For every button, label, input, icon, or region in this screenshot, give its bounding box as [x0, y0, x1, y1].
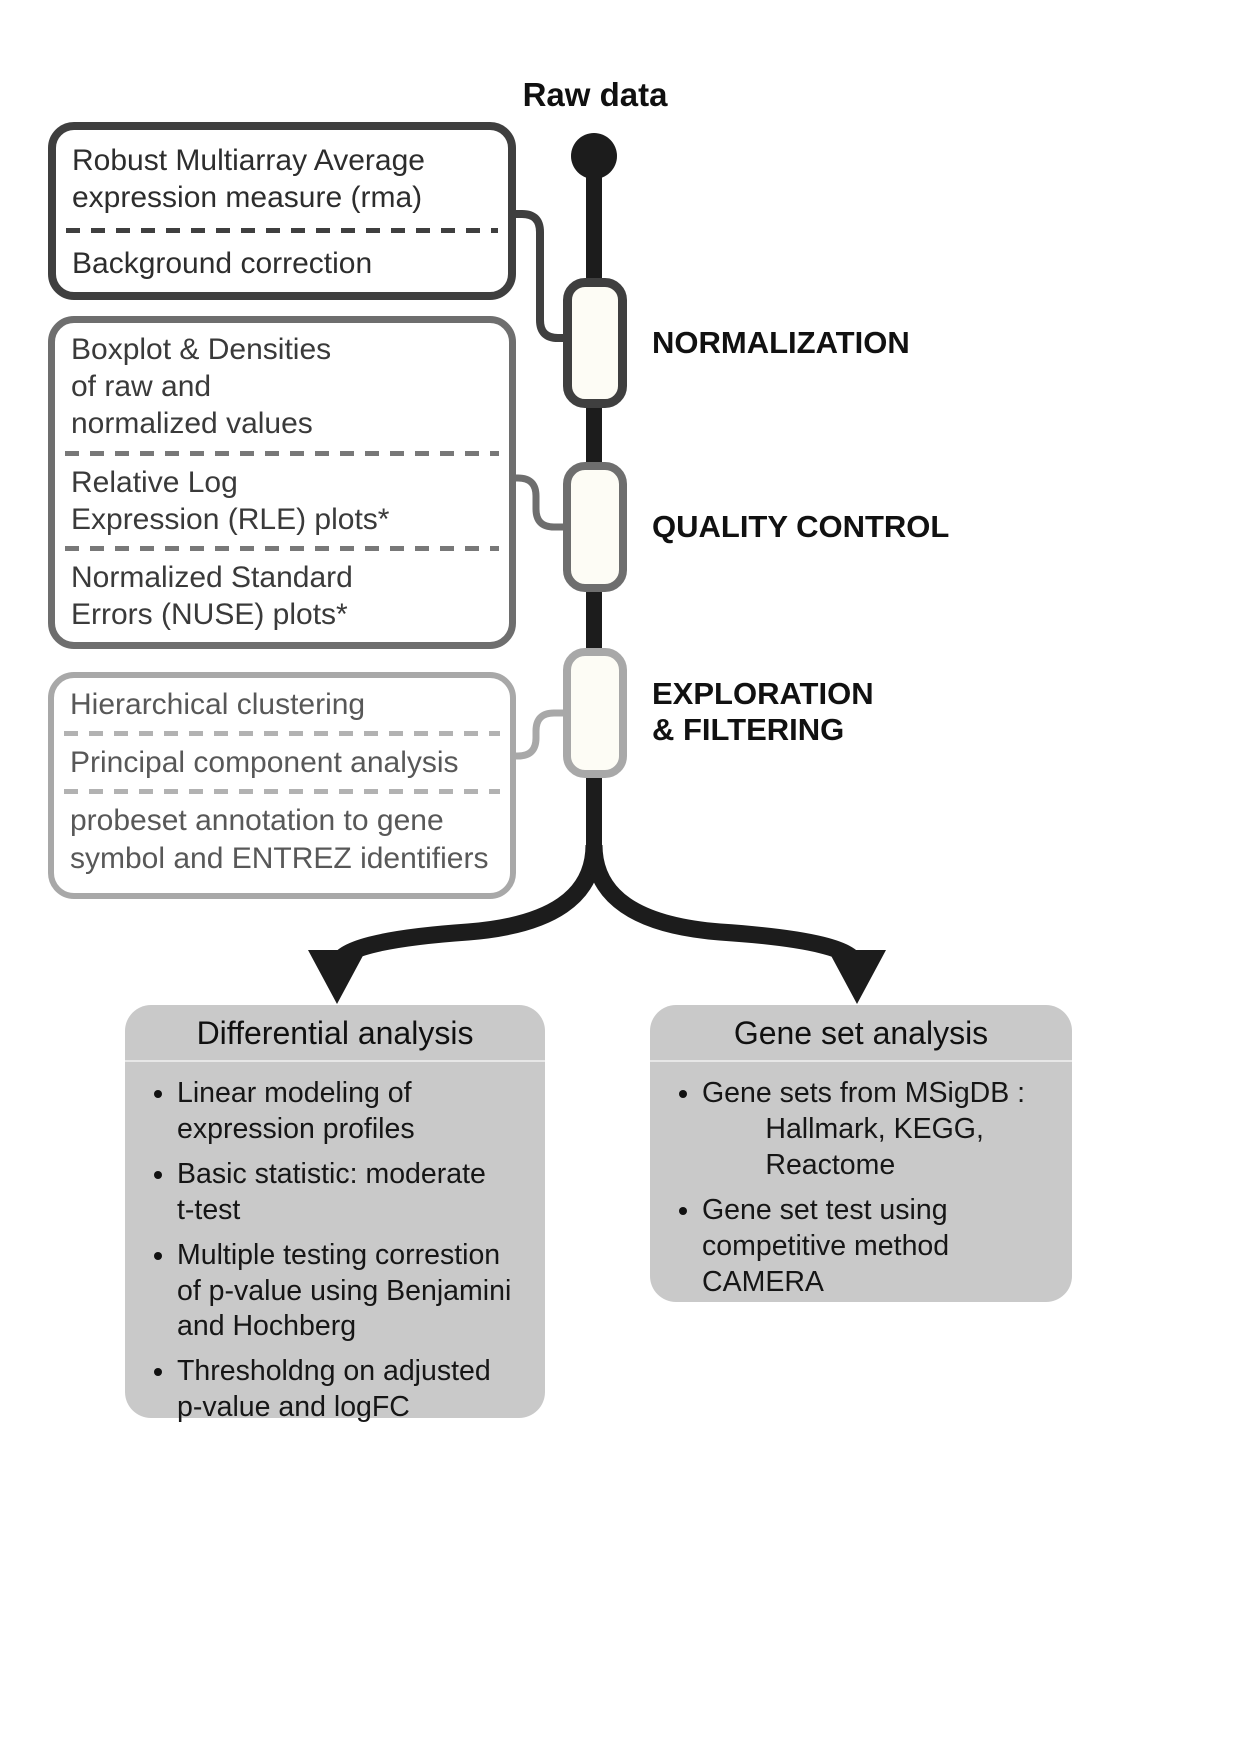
normalization-label: NORMALIZATION — [652, 325, 910, 360]
raw-data-label: Raw data — [522, 76, 668, 113]
step-rma: Robust Multiarray Average expression mea… — [72, 144, 425, 215]
raw-data-dot — [571, 133, 617, 179]
dashed-divider — [64, 789, 500, 795]
exploration-steps-box: Hierarchical clustering Principal compon… — [48, 672, 516, 899]
normalization-node — [563, 278, 627, 408]
gene-set-analysis-title: Gene set analysis — [650, 1005, 1072, 1062]
differential-analysis-title: Differential analysis — [125, 1005, 545, 1062]
bullet-item: Linear modeling of expression profiles — [177, 1076, 527, 1148]
normalization-steps-box: Robust Multiarray Average expression mea… — [48, 122, 516, 300]
dashed-divider — [64, 731, 500, 737]
quality-control-label: QUALITY CONTROL — [652, 509, 950, 544]
exploration-filtering-label: EXPLORATION & FILTERING — [652, 676, 874, 747]
differential-analysis-bullets: Linear modeling of expression profiles B… — [177, 1076, 527, 1426]
bullet-item: Gene sets from MSigDB : Hallmark, KEGG, … — [702, 1076, 1054, 1184]
connector-exploration — [512, 709, 567, 760]
gene-set-analysis-panel: Gene set analysis Gene sets from MSigDB … — [650, 1005, 1072, 1302]
bullet-item: Thresholdng on adjusted p-value and logF… — [177, 1354, 527, 1426]
bullet-item: Multiple testing correstion of p-value u… — [177, 1238, 527, 1346]
arrowhead-left — [308, 950, 366, 1004]
step-boxplot-densities: Boxplot & Densities of raw and normalize… — [71, 333, 332, 441]
step-nuse-plots: Normalized Standard Errors (NUSE) plots* — [71, 560, 353, 632]
bullet-item: Basic statistic: moderate t-test — [177, 1157, 527, 1229]
step-probeset-annotation: probeset annotation to gene symbol and E… — [70, 804, 489, 875]
step-background-correction: Background correction — [72, 247, 373, 281]
exploration-node — [563, 648, 627, 778]
split-branch-right — [585, 844, 866, 969]
step-pca: Principal component analysis — [70, 746, 459, 780]
gene-set-analysis-bullets: Gene sets from MSigDB : Hallmark, KEGG, … — [702, 1076, 1054, 1300]
connector-normalization — [512, 210, 567, 342]
dashed-divider — [65, 450, 499, 456]
quality-control-steps-box: Boxplot & Densities of raw and normalize… — [48, 316, 516, 649]
connector-quality-control — [512, 474, 567, 531]
step-hierarchical-clustering: Hierarchical clustering — [70, 688, 366, 721]
dashed-divider — [65, 545, 499, 551]
dashed-divider — [66, 228, 498, 234]
quality-control-node — [563, 462, 627, 592]
differential-analysis-panel: Differential analysis Linear modeling of… — [125, 1005, 545, 1423]
arrowhead-right — [828, 950, 886, 1004]
step-rle-plots: Relative Log Expression (RLE) plots* — [71, 465, 390, 536]
bullet-item: Gene set test using competitive method C… — [702, 1193, 1054, 1301]
